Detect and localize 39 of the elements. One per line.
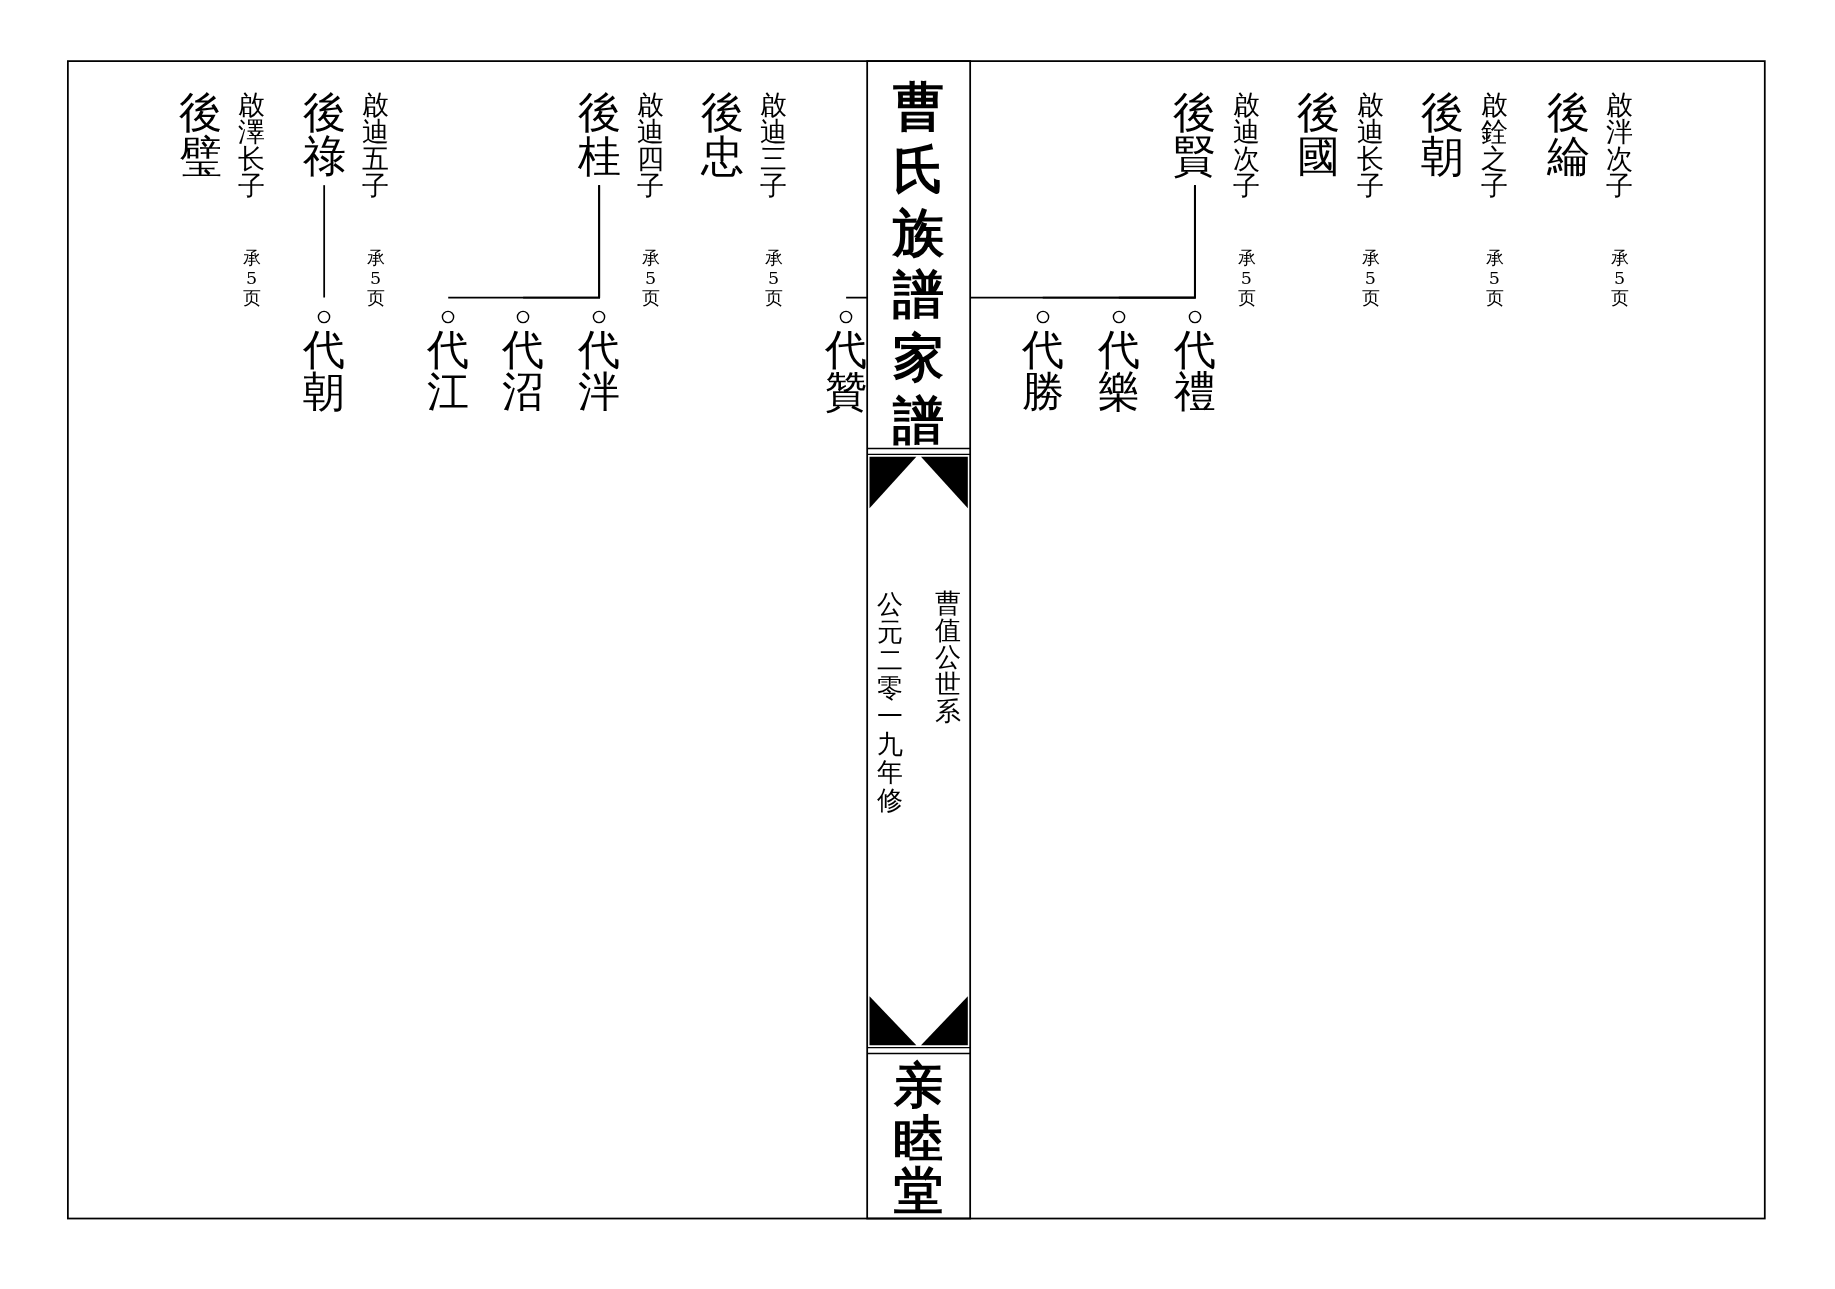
name-text: 代贊 [825, 328, 868, 414]
relation-note: 啟迪三子 [760, 92, 787, 201]
name-text: 代勝 [1021, 328, 1064, 414]
connector-line [323, 184, 326, 299]
relation-note: 啟泮次子 [1606, 92, 1634, 201]
name-text: 後綸 [1546, 91, 1590, 178]
connector-line [447, 184, 601, 299]
date-label: 公元二零一九年修 [876, 589, 903, 815]
page-note: 承5页 [1610, 248, 1629, 309]
page-note: 承5页 [641, 248, 660, 309]
name-text: 代樂 [1097, 328, 1140, 414]
name-text: 代沼 [502, 328, 545, 414]
page-note: 承5页 [1485, 248, 1504, 309]
relation-note: 啟迪长子 [1356, 92, 1384, 201]
name-text: 後朝 [1421, 91, 1465, 178]
page-note: 承5页 [242, 248, 261, 309]
name-text: 後桂 [577, 91, 621, 178]
relation-note: 啟迪五子 [362, 92, 390, 201]
relation-note: 啟迪四子 [637, 92, 665, 201]
page-note: 承5页 [1361, 248, 1380, 309]
name-text: 後祿 [302, 91, 346, 178]
name-text: 代朝 [303, 328, 346, 414]
relation-note: 啟迪次子 [1232, 92, 1260, 201]
page-note: 承5页 [366, 248, 385, 309]
hall-name: 亲睦堂 [894, 1059, 944, 1217]
connector-line [845, 184, 1196, 299]
page-note: 承5页 [764, 248, 783, 309]
relation-note: 啟澤长子 [238, 92, 266, 201]
relation-note: 啟銓之子 [1481, 92, 1508, 201]
name-text: 後忠 [700, 91, 744, 178]
name-text: 後璧 [178, 91, 222, 178]
name-text: 後國 [1297, 91, 1341, 178]
name-text: 後賢 [1173, 91, 1217, 178]
title: 曹氏族譜家譜 [892, 74, 945, 452]
lineage-label: 曹值公世系 [935, 589, 961, 725]
name-text: 代泮 [578, 328, 621, 414]
page-note: 承5页 [1237, 248, 1256, 309]
name-text: 代禮 [1173, 328, 1216, 414]
name-text: 代江 [427, 328, 470, 414]
